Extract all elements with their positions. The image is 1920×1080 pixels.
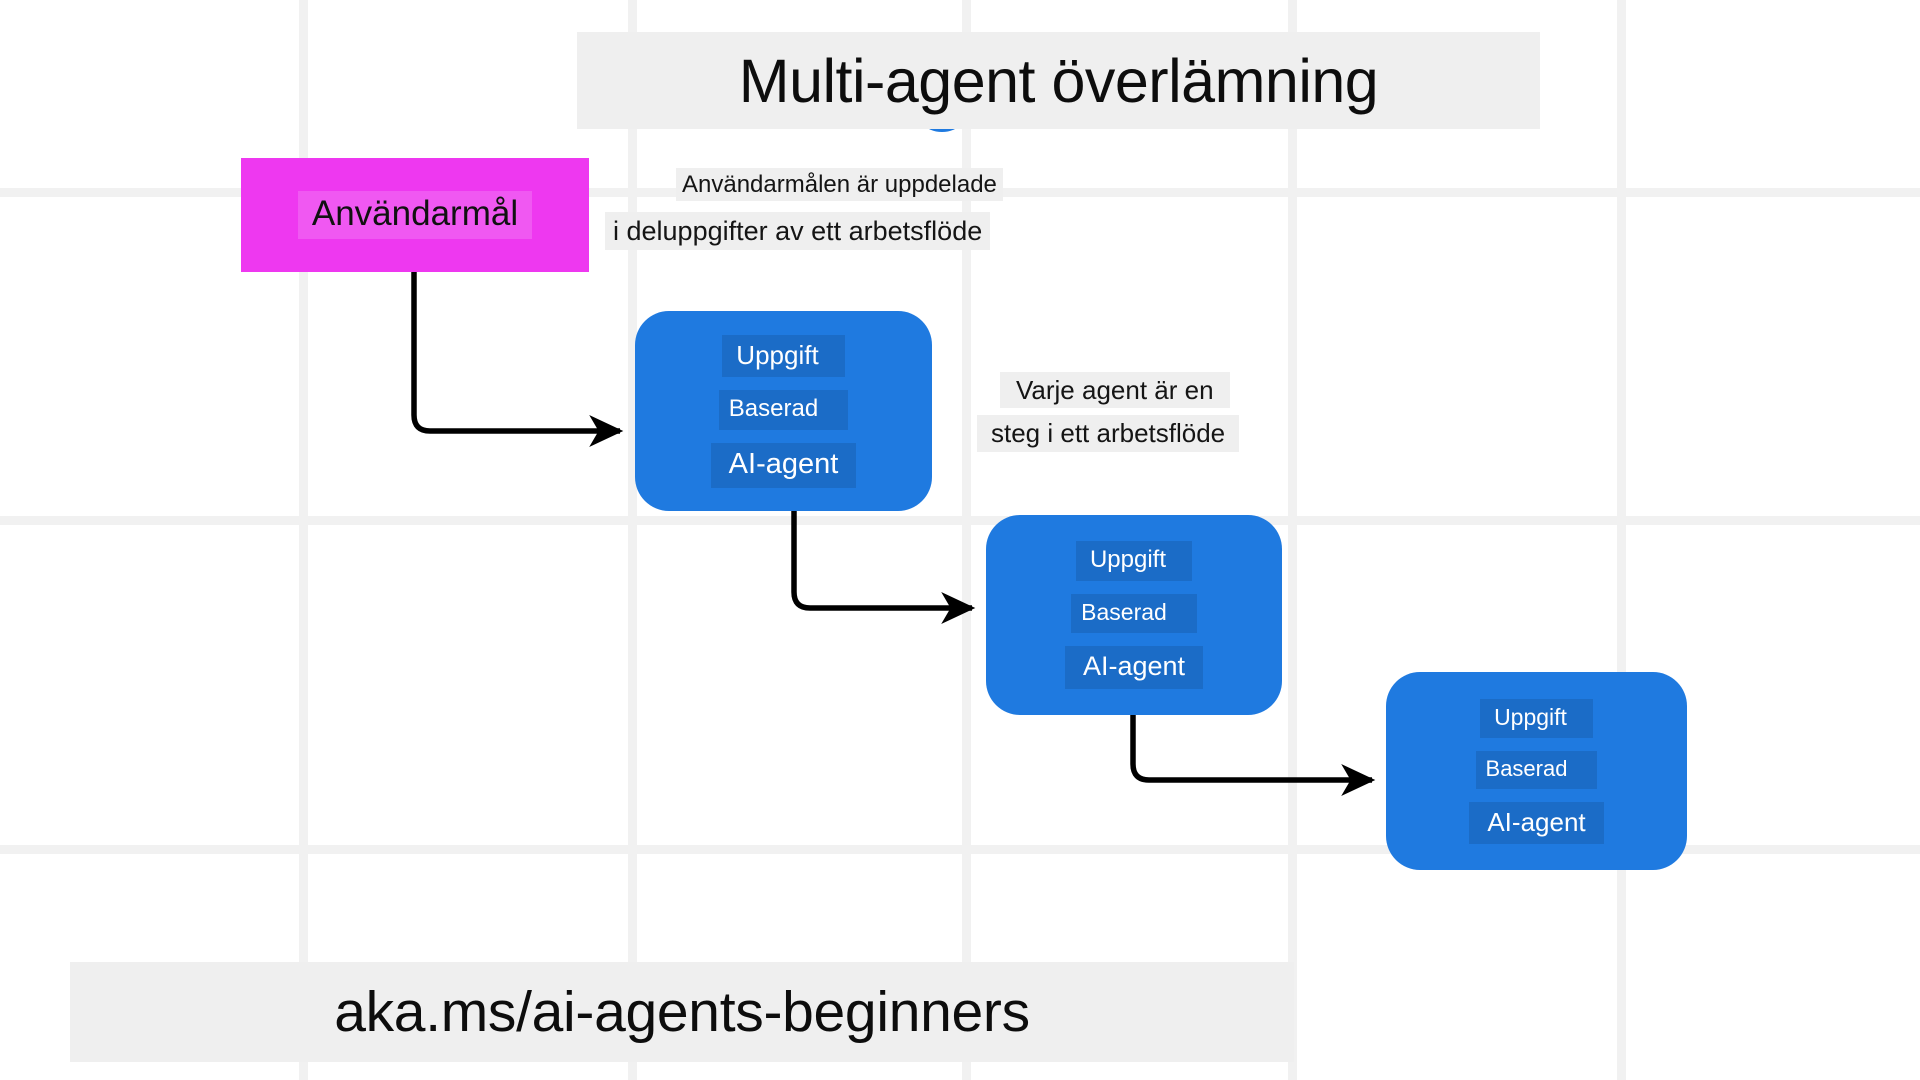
footer-link[interactable]: aka.ms/ai-agents-beginners bbox=[70, 962, 1294, 1062]
connector-agent-2-to-agent-3 bbox=[1130, 715, 1376, 796]
agent-node-1[interactable]: Uppgift Baserad AI-agent bbox=[635, 311, 932, 511]
note-a-line-1: Användarmålen är uppdelade bbox=[676, 168, 1003, 201]
agent-node-3-line-2: Baserad bbox=[1475, 750, 1598, 789]
grid-line-vertical bbox=[962, 0, 971, 1080]
page-title: Multi-agent överlämning bbox=[577, 32, 1540, 129]
note-b-line-2: steg i ett arbetsflöde bbox=[977, 415, 1240, 452]
agent-node-2[interactable]: Uppgift Baserad AI-agent bbox=[986, 515, 1282, 715]
agent-node-3-line-3: AI-agent bbox=[1469, 801, 1604, 844]
connector-goal-to-agent-1 bbox=[411, 272, 624, 447]
agent-node-2-line-1: Uppgift bbox=[1075, 541, 1193, 581]
grid-line-horizontal bbox=[0, 516, 1920, 525]
connector-agent-1-to-agent-2 bbox=[791, 511, 976, 624]
agent-node-3-line-1: Uppgift bbox=[1480, 698, 1593, 738]
agent-node-2-line-3: AI-agent bbox=[1064, 646, 1204, 689]
agent-node-1-line-3: AI-agent bbox=[710, 442, 857, 488]
note-a-line-2: i deluppgifter av ett arbetsflöde bbox=[605, 212, 991, 250]
agent-node-1-line-2: Baserad bbox=[718, 389, 849, 430]
note-b-line-1: Varje agent är en bbox=[1000, 372, 1230, 408]
goal-node-label: Användarmål bbox=[297, 190, 533, 240]
agent-node-3[interactable]: Uppgift Baserad AI-agent bbox=[1386, 672, 1687, 870]
grid-line-vertical bbox=[1288, 0, 1297, 1080]
grid-line-vertical bbox=[1617, 0, 1626, 1080]
goal-node[interactable]: Användarmål bbox=[241, 158, 589, 272]
agent-node-1-line-1: Uppgift bbox=[722, 334, 845, 377]
agent-node-2-line-2: Baserad bbox=[1071, 594, 1197, 633]
grid-line-vertical bbox=[628, 0, 637, 1080]
